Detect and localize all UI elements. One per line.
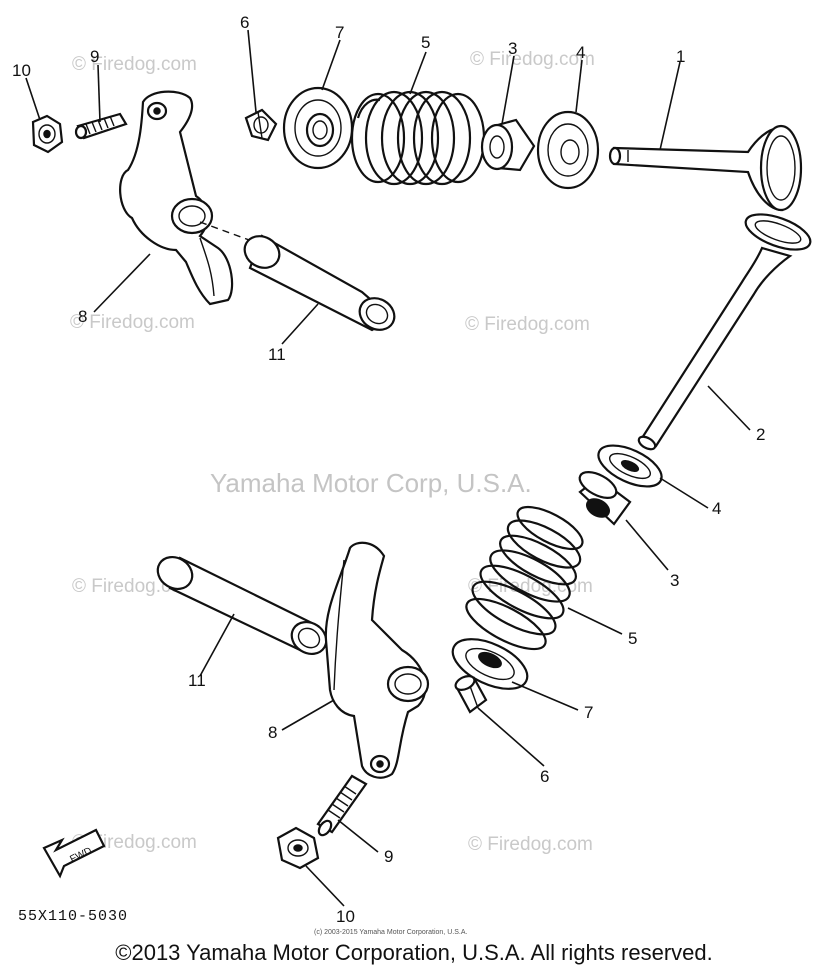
callout-bottom-9: 9 <box>384 847 393 866</box>
intake-valve <box>608 124 803 212</box>
callout-top-7: 7 <box>335 23 344 42</box>
nut-bottom <box>276 826 320 870</box>
spring-retainer-top <box>282 86 354 170</box>
callout-top-10: 10 <box>12 61 31 80</box>
callout-top-9: 9 <box>90 47 99 66</box>
watermark-yamaha: Yamaha Motor Corp, U.S.A. <box>210 468 532 498</box>
callout-bottom-10: 10 <box>336 907 355 926</box>
adjusting-screw-top <box>74 112 128 140</box>
callout-top-3: 3 <box>508 39 517 58</box>
diagram-code: 55X110-5030 <box>18 908 128 925</box>
credit-line: (c) 2003-2015 Yamaha Motor Corporation, … <box>314 929 467 936</box>
nut-top <box>31 114 64 154</box>
watermark-firedog: © Firedog.com <box>465 314 590 335</box>
valve-cotter-top <box>244 108 278 142</box>
callout-bottom-2: 2 <box>756 425 765 444</box>
callout-top-5: 5 <box>421 33 430 52</box>
rocker-arm-bottom <box>324 541 430 779</box>
rocker-shaft-top <box>199 221 396 332</box>
watermarks: © Firedog.com © Firedog.com © Firedog.co… <box>70 49 595 855</box>
callout-labels: 10 9 6 7 5 3 4 1 8 11 2 4 3 5 11 8 7 6 9… <box>12 13 765 926</box>
valve-stem-seal-top <box>480 118 536 172</box>
callout-top-11: 11 <box>268 345 286 364</box>
spring-seat-top <box>536 110 600 190</box>
valve-cotter-bottom <box>454 675 488 714</box>
callout-top-4: 4 <box>576 43 585 62</box>
callout-top-1: 1 <box>676 47 685 66</box>
spring-seat-bottom <box>597 444 663 488</box>
callout-bottom-11: 11 <box>188 671 206 690</box>
watermark-firedog: © Firedog.com <box>72 832 197 853</box>
adjusting-screw-bottom <box>316 774 368 837</box>
watermark-firedog: © Firedog.com <box>468 834 593 855</box>
callout-top-6: 6 <box>240 13 249 32</box>
rocker-shaft-bottom <box>156 556 328 655</box>
callout-bottom-7: 7 <box>584 703 593 722</box>
callout-bottom-4: 4 <box>712 499 721 518</box>
callout-top-8: 8 <box>78 307 87 326</box>
valve-spring-bottom <box>465 505 584 651</box>
leader-lines <box>25 29 751 907</box>
watermark-firedog: © Firedog.com <box>468 576 593 597</box>
watermark-firedog: © Firedog.com <box>70 312 195 333</box>
valve-stem-seal-bottom <box>578 471 632 526</box>
callout-bottom-5: 5 <box>628 629 637 648</box>
rocker-arm-top <box>119 90 234 306</box>
copyright-notice: ©2013 Yamaha Motor Corporation, U.S.A. A… <box>115 940 713 965</box>
callout-bottom-6: 6 <box>540 767 549 786</box>
valve-spring-top <box>350 90 486 186</box>
callout-bottom-3: 3 <box>670 571 679 590</box>
watermark-firedog: © Firedog.com <box>72 54 197 75</box>
watermark-firedog: © Firedog.com <box>470 49 595 70</box>
exhaust-valve <box>637 213 812 451</box>
callout-bottom-8: 8 <box>268 723 277 742</box>
